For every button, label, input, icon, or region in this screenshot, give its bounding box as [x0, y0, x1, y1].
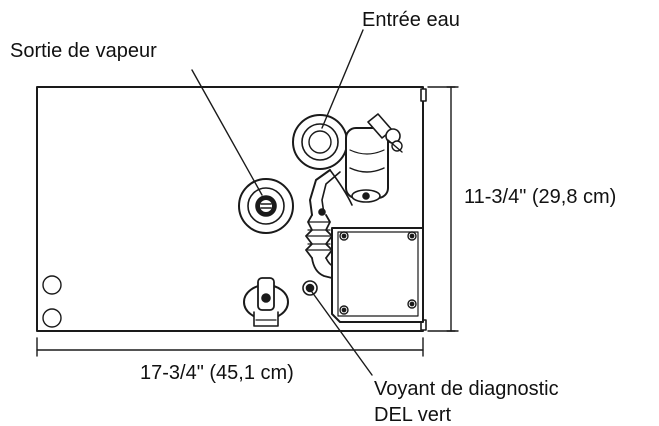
port-circle-upper [42, 275, 62, 295]
cabinet-tab-top [420, 88, 427, 102]
leader-water-inlet [321, 29, 364, 129]
height-dimension-line [427, 86, 459, 332]
diagnostic-led [302, 280, 318, 296]
drain-fitting [243, 277, 289, 327]
water-inlet [292, 114, 348, 170]
port-circle-lower [42, 308, 62, 328]
leader-steam-outlet [191, 69, 263, 196]
diagnostic-led-label-line1: Voyant de diagnostic [374, 378, 559, 400]
leader-diagnostic-led [311, 291, 373, 376]
height-dimension-label: 11-3/4" (29,8 cm) [464, 186, 617, 208]
diagnostic-led-label-line2: DEL vert [374, 404, 452, 426]
width-dimension-line [36, 337, 424, 357]
steam-outlet [238, 178, 294, 234]
steam-outlet-label: Sortie de vapeur [10, 40, 157, 62]
fill-valve [345, 113, 403, 203]
width-dimension-label: 17-3/4" (45,1 cm) [140, 362, 294, 384]
control-box [331, 227, 424, 323]
diagnostic-led-label: Voyant de diagnostic DEL vert [374, 376, 559, 426]
water-inlet-label: Entrée eau [362, 9, 460, 31]
